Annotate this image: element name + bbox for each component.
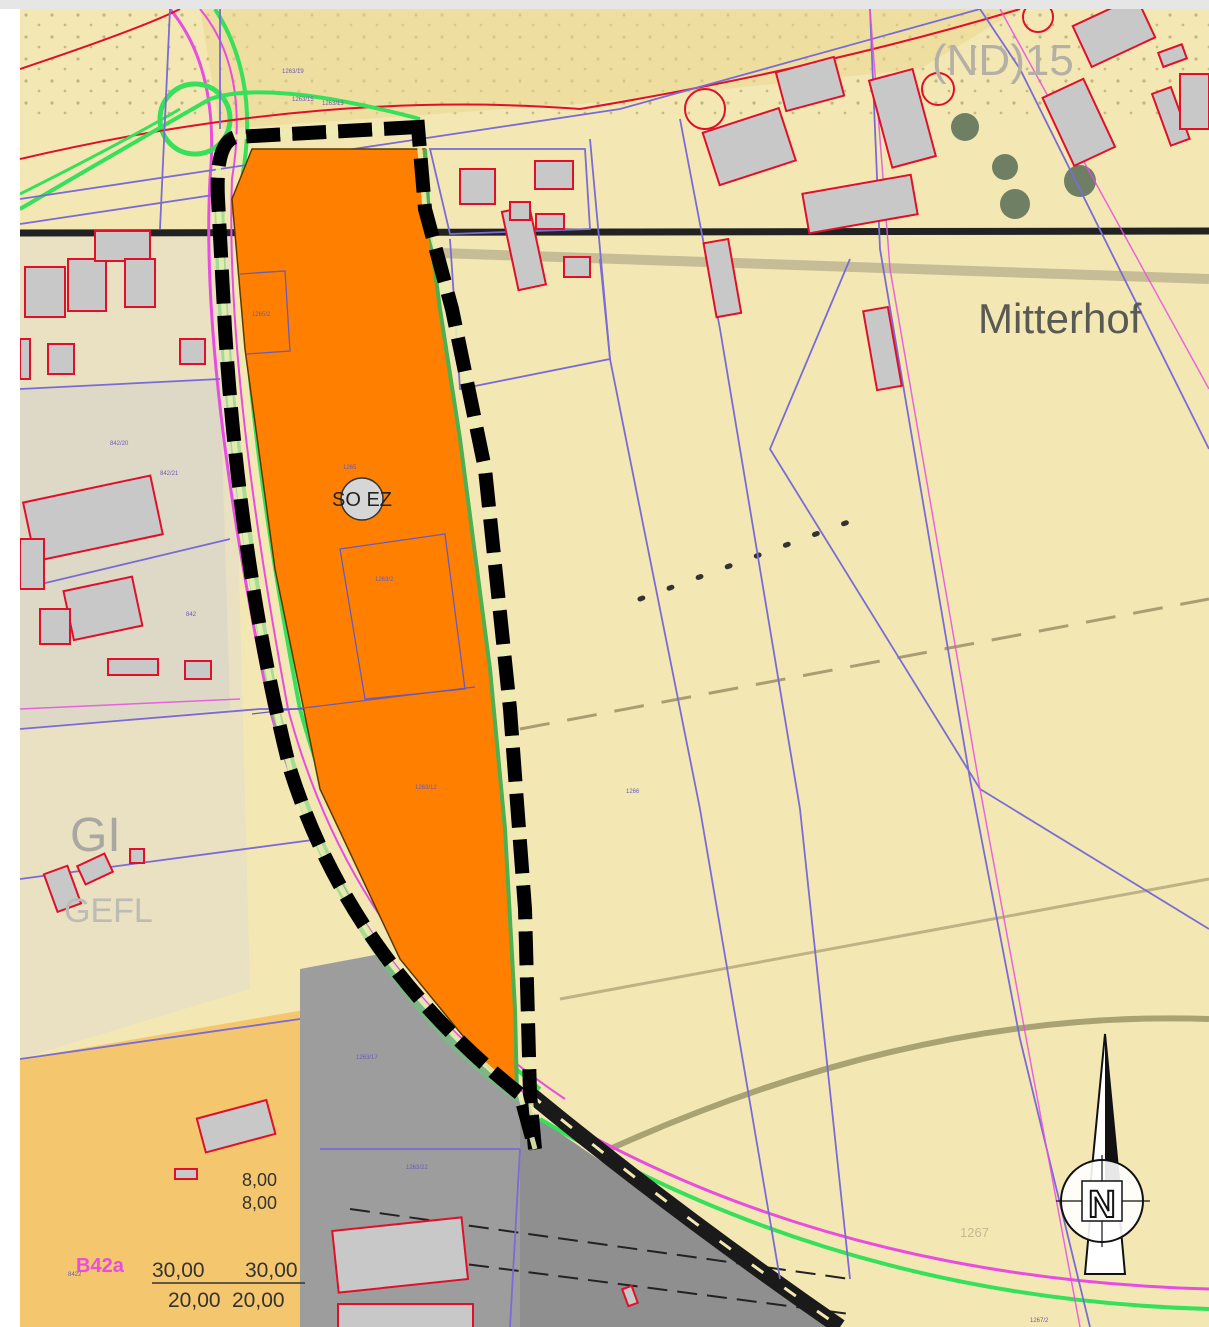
plan-boundary[interactable]: [210, 119, 542, 1151]
dimension-label: 8,00: [242, 1193, 277, 1213]
roundabout-green: [157, 81, 233, 157]
tree-row-dots: [637, 511, 873, 602]
tree: [992, 154, 1018, 180]
top-margin-bar: [0, 0, 1209, 9]
dimension-label: 30,00: [245, 1259, 298, 1282]
west-grey-area: [20, 379, 230, 729]
parcel-number: 1263/19: [282, 69, 304, 75]
nd-label: (ND)15: [932, 36, 1074, 85]
parcel-number: 842/21: [160, 471, 179, 477]
parcel-number: 8422: [68, 1272, 82, 1278]
parcel-number: 1265/2: [252, 312, 271, 318]
parcel-number-large: 1267: [960, 1225, 989, 1240]
tree: [1064, 165, 1096, 197]
zone-label: SO EZ: [332, 489, 392, 511]
road-red-north: [20, 9, 1021, 160]
parking-area-2: [520, 1099, 840, 1327]
road-black-curve-dash: [529, 1092, 841, 1327]
field-track-3: [608, 1015, 1209, 1152]
southwest-orange-area: [20, 1009, 310, 1327]
dimension-label: 20,00: [232, 1289, 285, 1312]
land-use-plan-map[interactable]: 1263/19 1263/15 1263/13 1265 1263/2 1263…: [20, 9, 1209, 1327]
parcel-number: 1263/12: [415, 785, 437, 791]
field-track-2: [559, 877, 1209, 1001]
north-arrow-icon[interactable]: N: [1056, 1033, 1150, 1275]
place-name-label: Mitterhof: [978, 295, 1142, 342]
road-green-north: [20, 90, 421, 211]
parcel-number: 1267/2: [1030, 1318, 1049, 1324]
buildings: [20, 9, 1209, 1327]
zone-green-strip: [423, 148, 519, 1095]
upper-field-tint: [200, 9, 1020, 129]
gefl-label: GEFL: [64, 892, 153, 930]
parcel-number: 1263/2: [375, 577, 394, 583]
dimension-labels: 8,00 8,00 30,00 30,00 20,00 20,00: [152, 1170, 305, 1312]
gi-label: GI: [70, 809, 121, 862]
dimension-label: 30,00: [152, 1259, 205, 1282]
power-line: [20, 227, 1209, 237]
parcel-number: 1263/15: [292, 97, 314, 103]
north-label: N: [1088, 1184, 1115, 1226]
parcel-number: 1263/17: [356, 1055, 378, 1061]
dimension-label: 8,00: [242, 1170, 277, 1190]
parcel-number: 1263/22: [406, 1165, 428, 1171]
parking-lane-2: [349, 1248, 851, 1315]
parcel-number: 1265: [343, 465, 357, 471]
zone-marker-icon[interactable]: SO EZ: [332, 477, 392, 521]
parcel-number: 842: [186, 612, 197, 618]
dimension-label: 20,00: [168, 1289, 221, 1312]
tree: [951, 113, 979, 141]
tree: [1000, 189, 1030, 219]
parcel-number: 1266: [626, 789, 640, 795]
field-track-1: [519, 597, 1209, 731]
parcel-numbers: 1263/19 1263/15 1263/13 1265 1263/2 1263…: [68, 69, 1049, 1324]
b-road-label: B42a: [76, 1255, 125, 1277]
parcel-number: 842/20: [110, 441, 129, 447]
parcel-number: 1263/13: [322, 101, 344, 107]
